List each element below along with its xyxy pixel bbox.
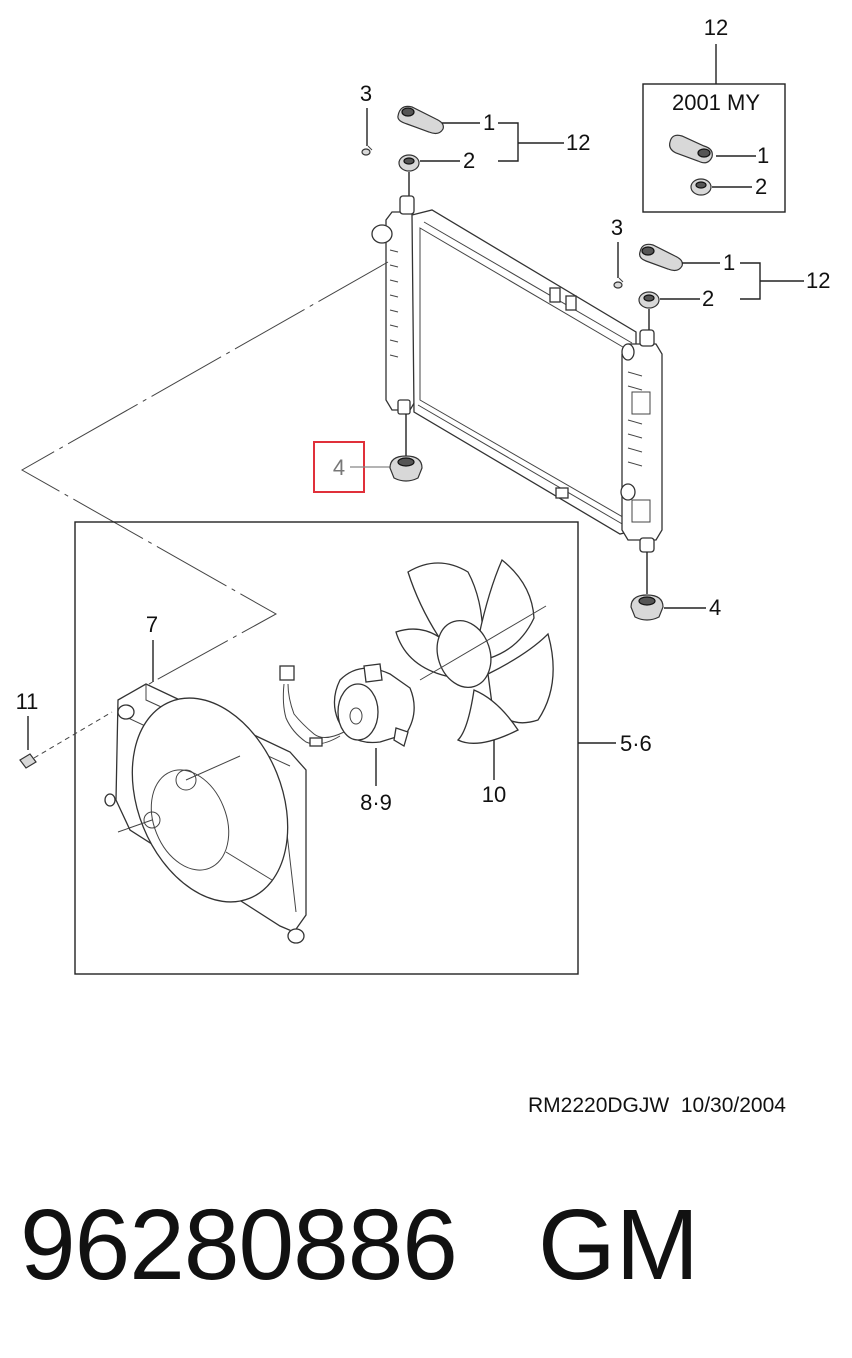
callout-8-9: 8·9: [360, 790, 392, 815]
bolt-icon: [19, 711, 113, 769]
fan-blade: [395, 558, 554, 744]
lower-insulator-right: 4: [630, 594, 721, 621]
fan-assembly-group: 5·6 7 11: [16, 521, 652, 975]
callout-5-6: 5·6: [620, 731, 652, 756]
radiator-core: [411, 209, 637, 535]
fan-assembly-box: [74, 521, 579, 975]
callout-3-right: 3: [611, 215, 623, 240]
radiator-left-tank: [385, 211, 417, 411]
callout-12-top: 12: [704, 15, 728, 40]
callout-10: 10: [482, 782, 506, 807]
inset-2001-my: 12 2001 MY 1 2: [642, 15, 786, 213]
inset-callout-1: 1: [757, 143, 769, 168]
callout-2-right: 2: [702, 286, 714, 311]
callout-1-right: 1: [723, 250, 735, 275]
callout-4-highlighted: 4: [333, 455, 345, 480]
screw-icon: [613, 277, 624, 289]
fan-motor: [279, 663, 415, 747]
left-upper-mount: 3 1 2 12: [360, 81, 590, 198]
callout-12-right: 12: [806, 268, 830, 293]
callout-1-left: 1: [483, 110, 495, 135]
part-number: 96280886: [20, 1189, 458, 1301]
callout-11: 11: [16, 689, 39, 714]
radiator-filler-cap-icon: [371, 224, 393, 244]
inset-box: [642, 83, 786, 213]
callout-2-left: 2: [463, 148, 475, 173]
screw-icon: [361, 145, 373, 156]
inset-callout-2: 2: [755, 174, 767, 199]
callout-7: 7: [146, 612, 158, 637]
brand-name: GM: [538, 1189, 700, 1301]
inset-title: 2001 MY: [672, 90, 760, 115]
radiator-right-tank: [621, 343, 663, 541]
fan-shroud: [104, 683, 307, 944]
lower-insulator-left: 4: [313, 441, 423, 493]
callout-4-bottom: 4: [709, 595, 721, 620]
drawing-reference: RM2220DGJW 10/30/2004: [528, 1094, 786, 1117]
callout-3-left: 3: [360, 81, 372, 106]
callout-12-left: 12: [566, 130, 590, 155]
right-upper-mount: 3 1 2 12: [611, 215, 830, 330]
assembly-leader-lines: [20, 261, 389, 701]
radiator: [371, 195, 663, 594]
